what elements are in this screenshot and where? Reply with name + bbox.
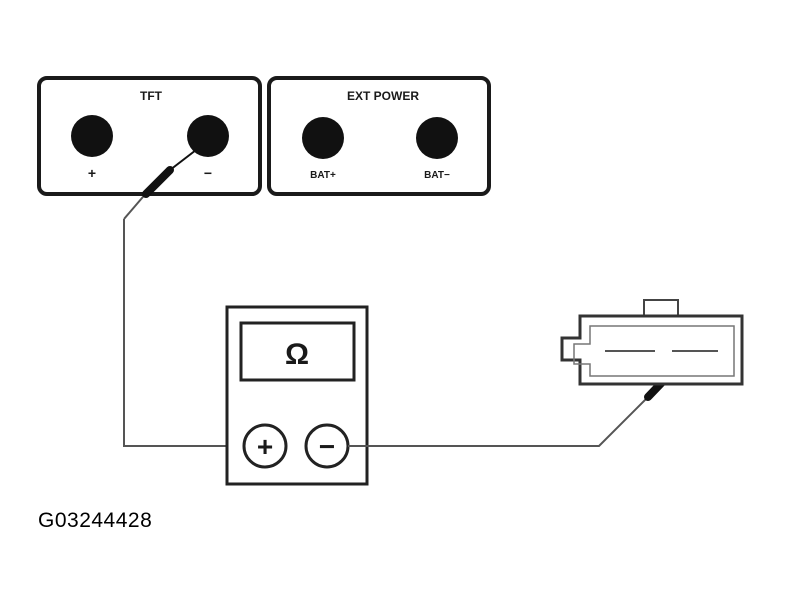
multimeter-display — [239, 321, 356, 382]
bat-minus-terminal — [416, 117, 458, 159]
bat-plus-label: BAT+ — [310, 170, 336, 181]
bat-plus-terminal — [302, 117, 344, 159]
bat-minus-label: BAT− — [424, 170, 450, 181]
ohm-symbol: Ω — [285, 338, 309, 371]
meter-plus-jack — [242, 423, 288, 469]
sensor-connector — [560, 299, 744, 386]
tft-title: TFT — [140, 89, 163, 103]
tft-plus-label: + — [88, 165, 96, 181]
meter-plus-label: + — [257, 431, 273, 462]
tft-lead-wire — [123, 149, 248, 447]
tft-probe — [142, 166, 174, 198]
ext-power-panel: EXT POWER BAT+ BAT− — [267, 76, 491, 196]
meter-minus-label: − — [319, 431, 335, 462]
tft-panel: TFT + − — [37, 76, 262, 196]
tft-minus-label: − — [204, 165, 212, 181]
tft-minus-terminal — [187, 115, 229, 157]
figure-id: G03244428 — [38, 509, 153, 532]
tft-plus-terminal — [71, 115, 113, 157]
ext-power-title: EXT POWER — [347, 89, 419, 103]
multimeter: Ω + − — [225, 305, 369, 486]
